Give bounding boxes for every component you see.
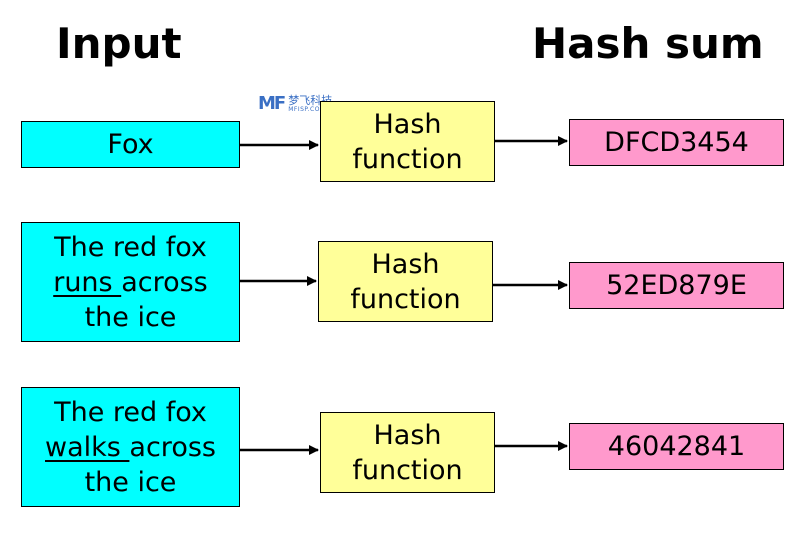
- hash-output-value: 52ED879E: [606, 270, 747, 301]
- hash-output-box-2: 52ED879E: [569, 262, 784, 309]
- hash-sum-heading: Hash sum: [532, 19, 764, 68]
- hash-function-box-2: Hash function: [318, 241, 493, 322]
- hash-label-line2: function: [350, 283, 461, 315]
- input-text-line2: walks across: [45, 430, 216, 465]
- hash-output-value: 46042841: [607, 431, 746, 462]
- hash-label-line2: function: [352, 143, 463, 175]
- hash-label-line1: Hash: [371, 248, 440, 280]
- input-text-line1: The red fox: [54, 396, 207, 428]
- input-text-line2-rest: across: [129, 431, 216, 463]
- input-box-2: The red fox runs across the ice: [21, 222, 240, 342]
- hash-label-line1: Hash: [373, 108, 442, 140]
- input-text-line2: runs across: [53, 265, 208, 300]
- watermark-url: MFISP.COM: [288, 105, 326, 113]
- hash-function-box-1: Hash function: [320, 101, 495, 182]
- input-text-line2-rest: across: [121, 266, 208, 298]
- input-text-line3: the ice: [84, 301, 177, 333]
- hash-label-line1: Hash: [373, 419, 442, 451]
- input-text-line1: The red fox: [54, 231, 207, 263]
- watermark-text: 梦飞科技: [288, 93, 333, 107]
- underlined-word: runs: [53, 266, 122, 298]
- input-box-1: Fox: [21, 121, 240, 168]
- hash-function-box-3: Hash function: [320, 412, 495, 493]
- hash-output-box-1: DFCD3454: [569, 119, 784, 166]
- input-text-line3: the ice: [84, 466, 177, 498]
- input-heading: Input: [56, 19, 182, 68]
- watermark-logo: MF 梦飞科技 MFISP.COM: [258, 93, 332, 114]
- watermark-mark: MF: [258, 93, 286, 114]
- hash-output-value: DFCD3454: [604, 127, 749, 158]
- hash-label-line2: function: [352, 454, 463, 486]
- input-text-line1: Fox: [107, 129, 154, 160]
- underlined-word: walks: [45, 431, 130, 463]
- input-box-3: The red fox walks across the ice: [21, 387, 240, 507]
- hash-output-box-3: 46042841: [569, 423, 784, 470]
